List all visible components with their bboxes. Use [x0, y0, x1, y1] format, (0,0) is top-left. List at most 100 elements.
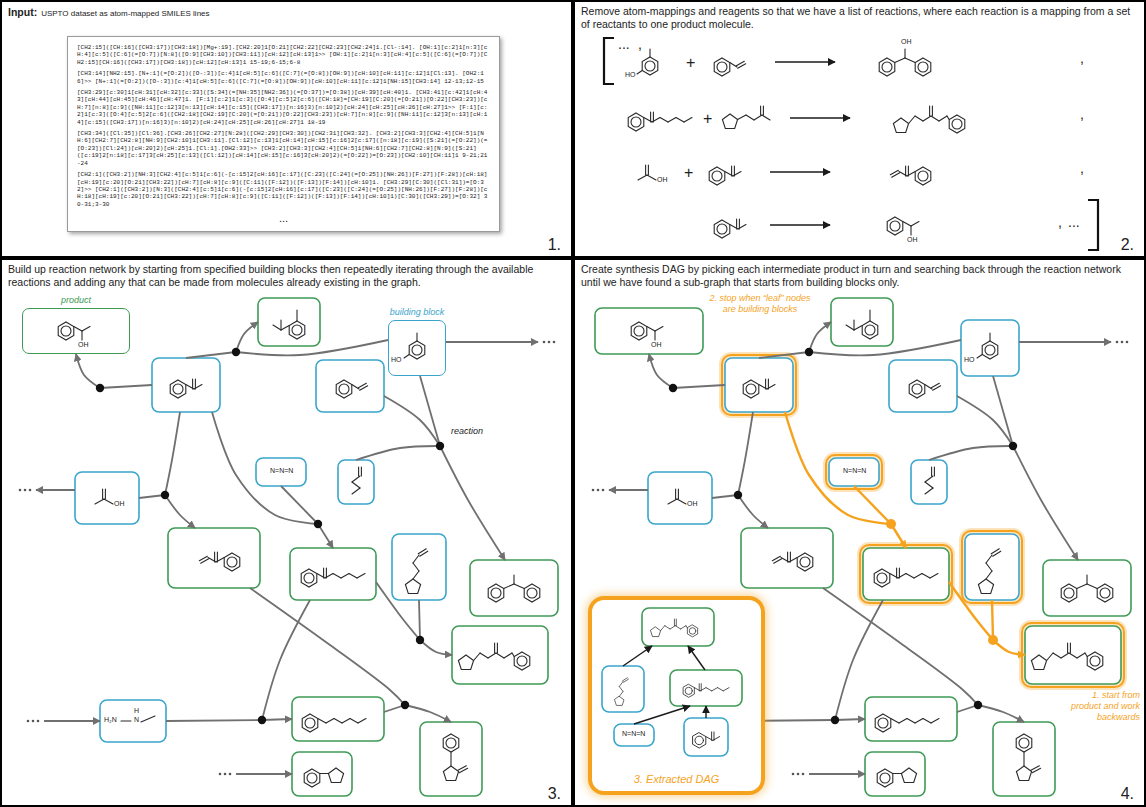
molecule-box: [865, 752, 925, 796]
aromatic-circle: [865, 325, 875, 335]
ellipsis: ...: [77, 212, 490, 224]
bond: [674, 619, 675, 626]
bond: [986, 555, 992, 563]
bond: [352, 385, 359, 390]
bond: [649, 49, 650, 57]
smiles-line: [CH2:15]([CH:16]([CH3:17])[CH3:18])[Mg+:…: [77, 44, 490, 66]
bond: [765, 379, 766, 389]
aromatic-circle: [880, 773, 890, 783]
bond: [911, 222, 919, 227]
bond: [496, 653, 504, 658]
reaction-arrow: [993, 376, 1013, 446]
bond: [1087, 584, 1097, 589]
reaction-arrow: [790, 117, 850, 118]
bond: [934, 467, 935, 476]
ring-bond: [304, 769, 320, 787]
aromatic-circle: [918, 62, 928, 72]
bond: [939, 116, 947, 121]
molecule-box: [670, 670, 742, 706]
molecule-box: [316, 360, 384, 412]
bond: [891, 719, 899, 724]
molecule-box: [152, 358, 220, 412]
bond: [895, 58, 905, 63]
molecule-drawing: [709, 166, 741, 185]
bond: [731, 166, 732, 176]
bond: [512, 653, 514, 657]
molecule-drawing: [488, 575, 540, 602]
smiles-line: [CH2:1]([CH3:2])[NH:3][CH2:4][c:5]1[c:6]…: [77, 171, 490, 208]
aromatic-circle: [746, 384, 756, 394]
bond: [655, 327, 663, 332]
molecule-drawing: [336, 380, 367, 398]
molecule-drawing: [877, 768, 916, 787]
bond: [326, 719, 334, 724]
reaction-arrow: [186, 352, 236, 358]
bond: [81, 331, 82, 340]
bond: [910, 226, 911, 235]
bond: [929, 106, 930, 116]
atom-label: HO: [625, 71, 636, 79]
molecule-drawing: [977, 333, 998, 359]
bond: [217, 552, 218, 562]
aromatic-circle: [717, 62, 727, 72]
panel-heading: Remove atom-mappings and reagents so tha…: [581, 5, 1138, 31]
molecule-drawing: [978, 549, 1000, 594]
molecule-drawing: [302, 714, 366, 732]
bond: [711, 732, 712, 741]
continuation-dot: [37, 720, 40, 723]
reaction-arrow: [759, 352, 809, 358]
aromatic-circle: [412, 345, 422, 355]
bond: [734, 166, 735, 176]
ring-bond: [328, 768, 343, 782]
bond: [986, 571, 992, 579]
molecule-box: [741, 528, 833, 588]
bond: [141, 716, 155, 722]
smiles-line: [CH3:34]([Cl:35])[Cl:36].[CH3:26][CH2:27…: [77, 130, 490, 167]
reaction-arrow: [809, 322, 831, 352]
aromatic-circle: [292, 325, 302, 335]
aromatic-circle: [712, 171, 722, 181]
aromatic-circle: [339, 384, 349, 394]
reaction-arrow: [166, 720, 262, 721]
reaction-list: [604, 38, 1098, 250]
atom-label: H₂N: [104, 716, 117, 724]
molecule-drawing: [637, 49, 658, 75]
continuation-dot: [597, 489, 600, 492]
ring-bond: [901, 768, 916, 782]
atom-label: H: [134, 707, 139, 715]
bond: [504, 653, 512, 658]
reaction-dot: [1009, 442, 1017, 450]
atom-label: OH: [687, 500, 698, 508]
continuation-dot: [792, 773, 795, 776]
bond: [647, 175, 656, 180]
bond: [358, 383, 366, 388]
molecule-box: [911, 460, 947, 504]
bond: [474, 653, 480, 661]
reaction-arrow: [809, 340, 961, 355]
bond: [977, 355, 982, 359]
bond: [931, 467, 932, 476]
reaction-arrow: [318, 524, 333, 548]
continuation-dot: [29, 489, 32, 492]
molecule-box: [338, 460, 374, 504]
bond: [350, 719, 358, 724]
molecule-box: [168, 528, 260, 588]
bond: [121, 720, 131, 721]
aromatic-circle: [689, 628, 696, 635]
reaction-arrow: [738, 412, 753, 495]
list-separator: ...: [1068, 214, 1080, 231]
reaction-arrow: [36, 489, 75, 491]
reaction-arrow: [1019, 341, 1111, 343]
bond: [416, 333, 417, 341]
aromatic-circle: [685, 687, 692, 694]
reaction-arrow: [770, 171, 830, 172]
reaction-arrow: [673, 385, 725, 388]
ring-bond: [1061, 584, 1077, 602]
bond: [652, 118, 660, 123]
aromatic-circle: [882, 62, 892, 72]
highlight-ring: [1022, 623, 1124, 687]
bond: [1067, 643, 1068, 653]
bond: [730, 63, 737, 68]
continuation-dot: [592, 489, 595, 492]
